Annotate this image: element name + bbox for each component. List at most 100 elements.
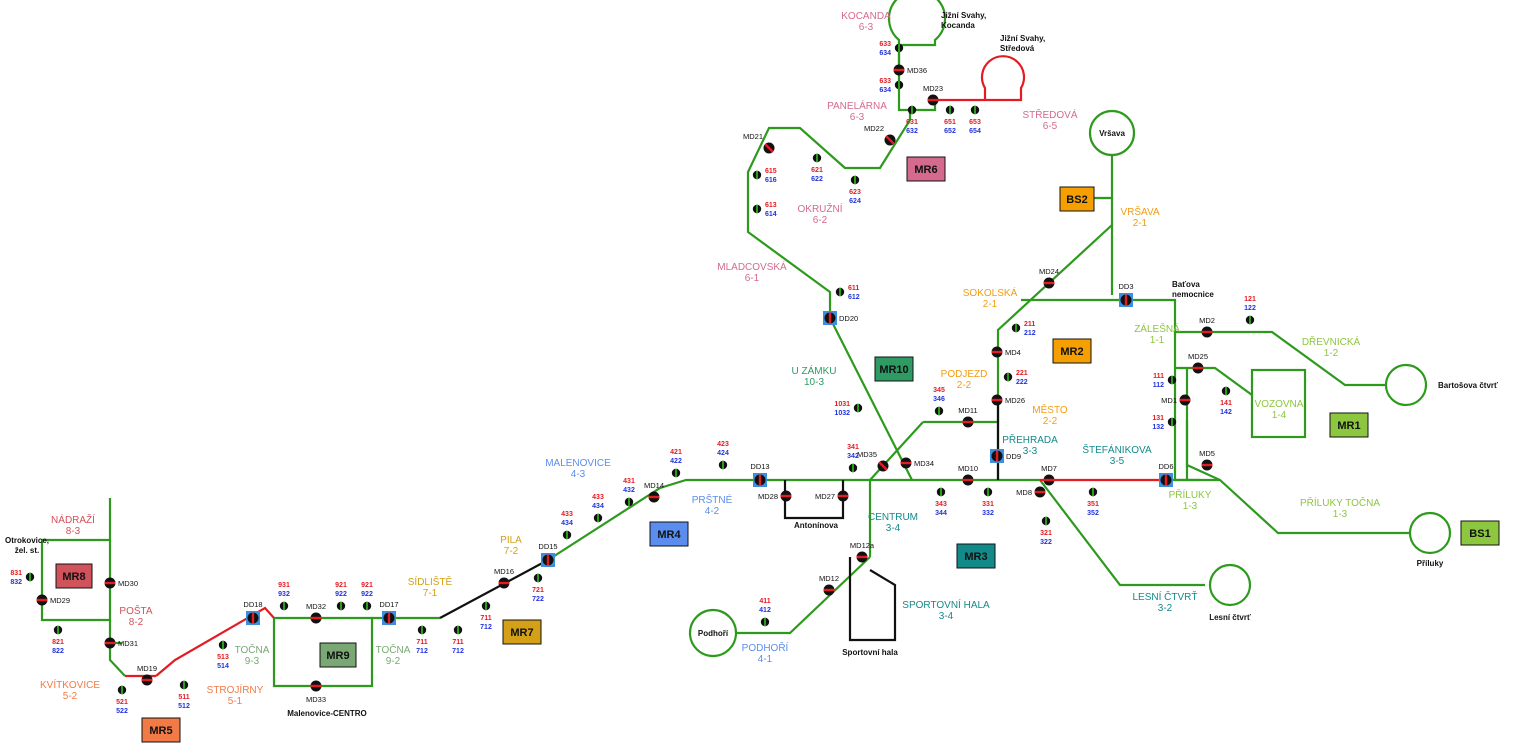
detector-number-red: 411 — [759, 598, 770, 605]
stop-name: MALENOVICE — [545, 458, 611, 469]
region-label: BS2 — [1066, 194, 1087, 206]
switch-bar — [36, 598, 48, 602]
place-label: Bartošova čtvrť — [1438, 381, 1498, 390]
stop-zone: 2-1 — [983, 299, 998, 310]
red-track-lines — [125, 55, 1172, 678]
stop-name: SPORTOVNÍ HALA — [902, 598, 990, 611]
switch-bar — [837, 494, 849, 498]
detector-number-red: 651 — [944, 119, 956, 126]
detector-number-red: 631 — [906, 119, 918, 126]
track-markers — [25, 43, 1255, 695]
detector-bar — [340, 601, 342, 611]
switch-label: MD30 — [118, 579, 138, 588]
switch-bar — [991, 398, 1003, 402]
dd-label: DD15 — [538, 542, 557, 551]
drevnicka-track — [1175, 330, 1387, 387]
stop-zone: 6-3 — [850, 112, 865, 123]
region-label: MR8 — [62, 571, 85, 583]
detector-number-red: 343 — [935, 501, 947, 508]
stop-name: KVÍTKOVICE — [40, 678, 100, 691]
detector-number-red: 611 — [848, 285, 859, 292]
detector-number-red: 633 — [879, 78, 891, 85]
detector-number-blue: 344 — [935, 510, 947, 517]
switch-label: MD12a — [850, 541, 875, 550]
switch-label: MD36 — [907, 66, 927, 75]
detector-bar — [597, 513, 599, 523]
stop-zone: 3-4 — [939, 611, 954, 622]
place-label: Příluky — [1417, 559, 1444, 568]
detector-number-blue: 612 — [848, 294, 860, 301]
place-label: Kocanda — [941, 21, 975, 30]
detector-number-blue: 522 — [116, 708, 128, 715]
detector-bar — [1007, 372, 1009, 382]
stop-name: VRŠAVA — [1120, 205, 1159, 218]
stop-zone: 8-3 — [66, 526, 81, 537]
detector-bar — [987, 487, 989, 497]
stop-name: PANELÁRNA — [827, 99, 887, 112]
place-label: Otrokovice, — [5, 536, 49, 545]
strojirny-track — [155, 606, 275, 677]
stop-zone: 1-2 — [1324, 348, 1339, 359]
podjezd-diag — [869, 421, 924, 481]
detector-number-red: 433 — [592, 494, 604, 501]
switch-bar — [878, 461, 888, 471]
dd-bar — [546, 554, 550, 566]
green-track-lines — [40, 0, 1452, 688]
switch-label: MD8 — [1016, 488, 1032, 497]
stop-zone: 8-2 — [129, 617, 144, 628]
detector-number-red: 431 — [623, 478, 635, 485]
stop-name: DŘEVNICKÁ — [1302, 335, 1361, 348]
detector-bar — [949, 105, 951, 115]
stop-name: MĚSTO — [1032, 403, 1068, 416]
switch-label: MD35 — [857, 450, 877, 459]
stop-zone: 7-2 — [504, 546, 519, 557]
region-label: MR10 — [879, 364, 908, 376]
detector-number-red: 711 — [452, 639, 463, 646]
region-box — [1052, 338, 1092, 364]
stop-name: PRŠTNÉ — [692, 493, 733, 506]
detector-number-blue: 616 — [765, 177, 777, 184]
tocna-rectangle-track — [272, 616, 374, 688]
stop-name: VOZOVNA — [1255, 399, 1304, 410]
stop-zone: 7-1 — [423, 588, 438, 599]
detector-number-red: 931 — [278, 582, 290, 589]
switch-bar — [962, 478, 974, 482]
dd-bar — [995, 450, 999, 462]
detector-number-red: 633 — [879, 41, 891, 48]
detector-number-red: 653 — [969, 119, 981, 126]
priluky-loop — [1408, 511, 1452, 555]
switch-bar — [310, 684, 322, 688]
dd-label: DD20 — [839, 314, 858, 323]
okruzni-loop-track — [746, 110, 912, 318]
dd-bar — [758, 474, 762, 486]
switch-label: MD4 — [1005, 348, 1021, 357]
detector-bar — [537, 573, 539, 583]
stop-name: MLADCOVSKÁ — [717, 260, 787, 273]
detector-number-red: 511 — [178, 694, 189, 701]
place-label: Lesní čtvrť — [1209, 613, 1251, 622]
switch-label: MD16 — [494, 567, 514, 576]
detector-number-blue: 332 — [982, 510, 994, 517]
switch-bar — [856, 555, 868, 559]
switch-label: MD34 — [914, 459, 934, 468]
detector-bar — [366, 601, 368, 611]
detector-bar — [852, 463, 854, 473]
switch-bar — [1043, 478, 1055, 482]
stop-zone: 1-4 — [1272, 410, 1287, 421]
nadrazi-rectangle — [40, 538, 110, 622]
main-centre-track — [547, 478, 1040, 561]
region-label: MR3 — [964, 551, 987, 563]
detector-bar — [756, 204, 758, 214]
detector-number-blue: 412 — [759, 607, 771, 614]
sokolska-track — [996, 224, 1113, 352]
detector-number-blue: 434 — [592, 503, 604, 510]
detector-number-red: 345 — [933, 387, 945, 394]
sportovni-hala-loop — [848, 557, 897, 642]
stop-name: PŘÍLUKY — [1169, 488, 1212, 501]
detector-bar — [628, 497, 630, 507]
switch-bar — [648, 495, 660, 499]
detector-number-blue: 212 — [1024, 330, 1036, 337]
detector-number-red: 121 — [1244, 296, 1256, 303]
detector-number-red: 433 — [561, 511, 573, 518]
